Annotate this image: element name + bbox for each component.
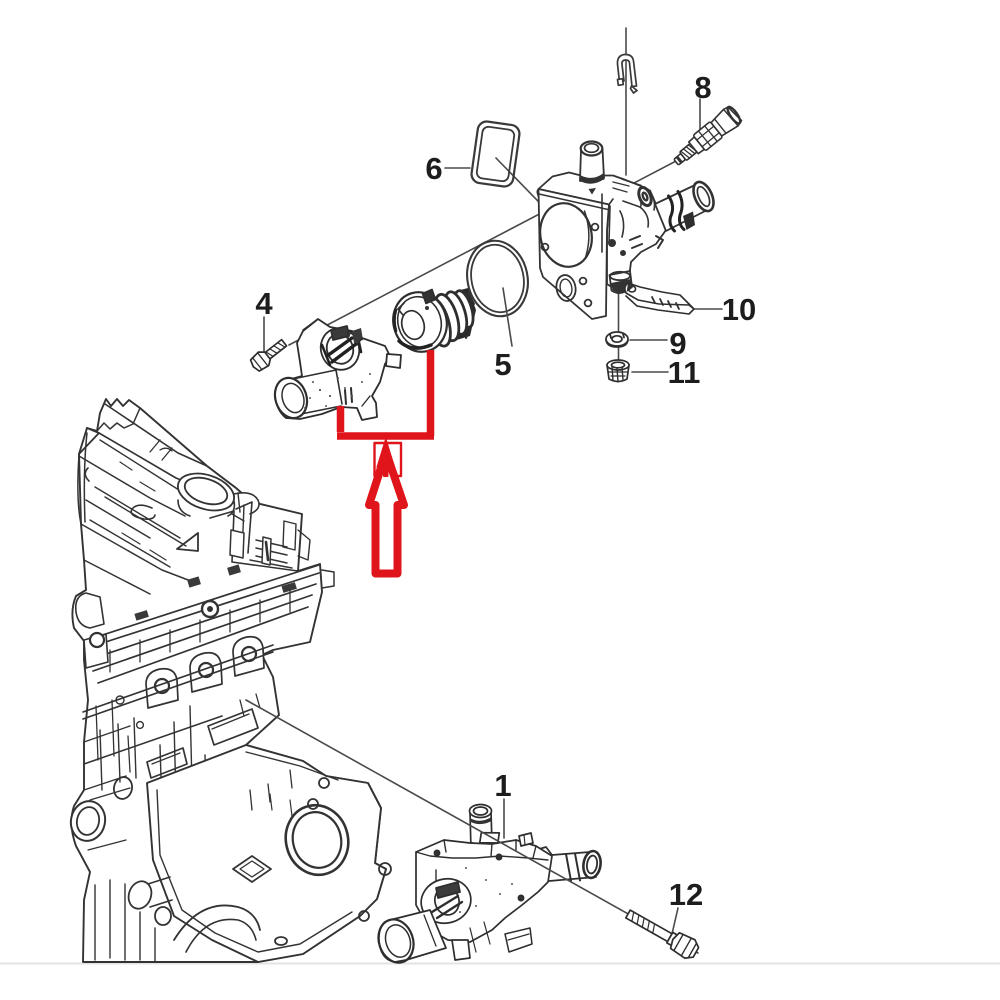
svg-text:12: 12 [669, 877, 703, 912]
svg-text:9: 9 [669, 326, 686, 361]
svg-text:10: 10 [722, 292, 756, 327]
svg-text:11: 11 [668, 355, 701, 390]
svg-text:1: 1 [494, 768, 511, 803]
svg-text:4: 4 [255, 286, 273, 321]
svg-text:5: 5 [494, 347, 511, 382]
svg-text:8: 8 [694, 70, 711, 105]
svg-text:6: 6 [425, 151, 442, 186]
